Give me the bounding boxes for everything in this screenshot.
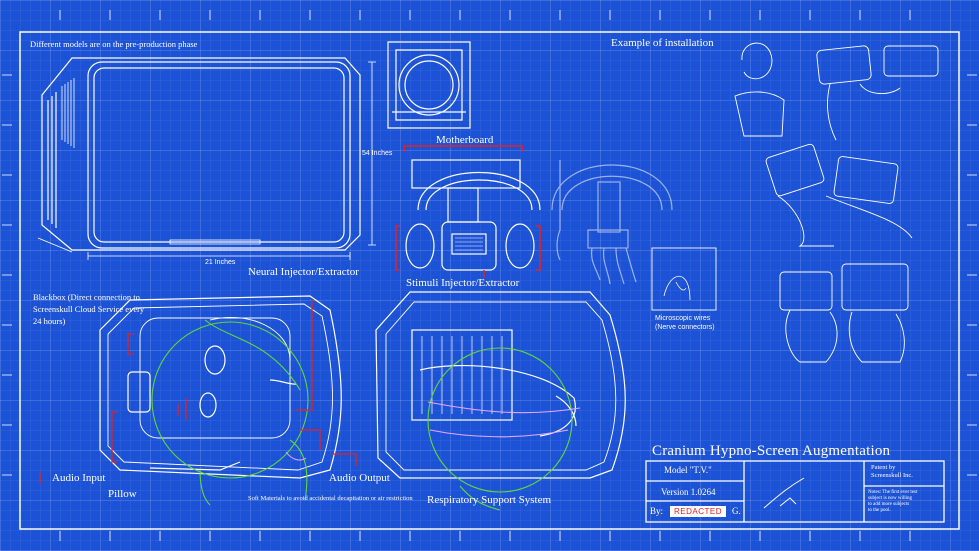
installation-sketches bbox=[734, 42, 939, 363]
label-blackbox: Blackbox (Direct connection to Screensku… bbox=[33, 292, 145, 326]
red-callouts-top bbox=[395, 145, 541, 278]
head-outline-right bbox=[427, 347, 573, 511]
label-audio-output: Audio Output bbox=[329, 472, 390, 484]
head-outline-left bbox=[151, 319, 309, 506]
label-audio-input: Audio Input bbox=[52, 472, 106, 484]
microscopic-detail-box bbox=[651, 247, 717, 311]
label-motherboard: Motherboard bbox=[436, 134, 494, 146]
header-note: Different models are on the pre-producti… bbox=[30, 39, 198, 49]
title-block-model: Model "T.V." bbox=[664, 465, 712, 475]
title-block-frame bbox=[645, 460, 945, 523]
label-stimuli-injector: Stimuli Injector/Extractor bbox=[406, 277, 520, 289]
red-callouts-left bbox=[39, 300, 357, 484]
title-block-patent: Patent by Screenskull Inc. bbox=[871, 464, 913, 479]
sheet-border bbox=[19, 31, 960, 530]
respiratory-tube bbox=[427, 401, 581, 438]
audio-output-detail bbox=[285, 451, 307, 461]
title-block-notes: Notes: The first ever test subject is no… bbox=[868, 490, 918, 513]
label-respiratory: Respiratory Support System bbox=[427, 494, 552, 506]
height-dimension: 54 Inches bbox=[362, 150, 393, 157]
title-block-by-label: By: bbox=[650, 506, 664, 516]
label-microscopic-wires: Microscopic wires (Nerve connectors) bbox=[655, 315, 715, 331]
tv-top-view bbox=[387, 41, 471, 129]
label-pillow: Pillow bbox=[108, 488, 137, 500]
title-block-version: Version 1.0264 bbox=[661, 487, 716, 497]
headset-diagram bbox=[405, 159, 541, 271]
install-title: Example of installation bbox=[611, 37, 714, 49]
label-neural-injector: Neural Injector/Extractor bbox=[248, 266, 359, 278]
cross-section-left bbox=[99, 295, 342, 479]
title-block-by-suffix: G. bbox=[732, 506, 741, 516]
title-block-title: Cranium Hypno-Screen Augmentation bbox=[652, 443, 891, 459]
width-dimension: 21 Inches bbox=[205, 259, 236, 266]
tv-front-view bbox=[37, 57, 376, 260]
cross-section-right bbox=[375, 291, 626, 479]
headset-tentacles bbox=[551, 160, 673, 285]
redacted-name: REDACTED bbox=[670, 506, 727, 517]
label-soft-materials: Soft Materials to avoid accidental decap… bbox=[248, 495, 413, 502]
